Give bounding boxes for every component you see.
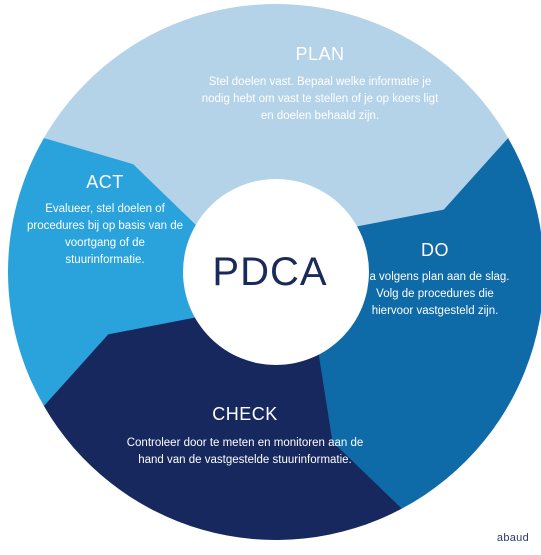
do-segment	[318, 138, 541, 509]
center-label: PDCA	[212, 250, 328, 294]
do-title: DO	[421, 240, 449, 260]
check-title: CHECK	[212, 404, 278, 424]
act-segment	[7, 138, 199, 406]
plan-description: Stel doelen vast. Bepaal welke informati…	[201, 76, 439, 122]
check-block: CHECK Controleer door te meten en monito…	[120, 404, 370, 469]
plan-segment	[43, 4, 509, 227]
check-segment	[43, 317, 402, 540]
plan-title: PLAN	[295, 44, 345, 64]
plan-block: PLAN Stel doelen vast. Bepaal welke info…	[200, 44, 440, 125]
act-block: ACT Evalueer, stel doelen of procedures …	[26, 172, 184, 269]
act-description: Evalueer, stel doelen of procedures bij …	[27, 203, 183, 266]
check-description: Controleer door te meten en monitoren aa…	[126, 437, 364, 466]
center-circle	[183, 179, 369, 365]
do-description: Ga volgens plan aan de slag. Volg de pro…	[360, 271, 510, 317]
brand-logo: abaud	[496, 532, 529, 544]
do-block: DO Ga volgens plan aan de slag. Volg de …	[360, 240, 510, 320]
act-title: ACT	[86, 172, 124, 192]
